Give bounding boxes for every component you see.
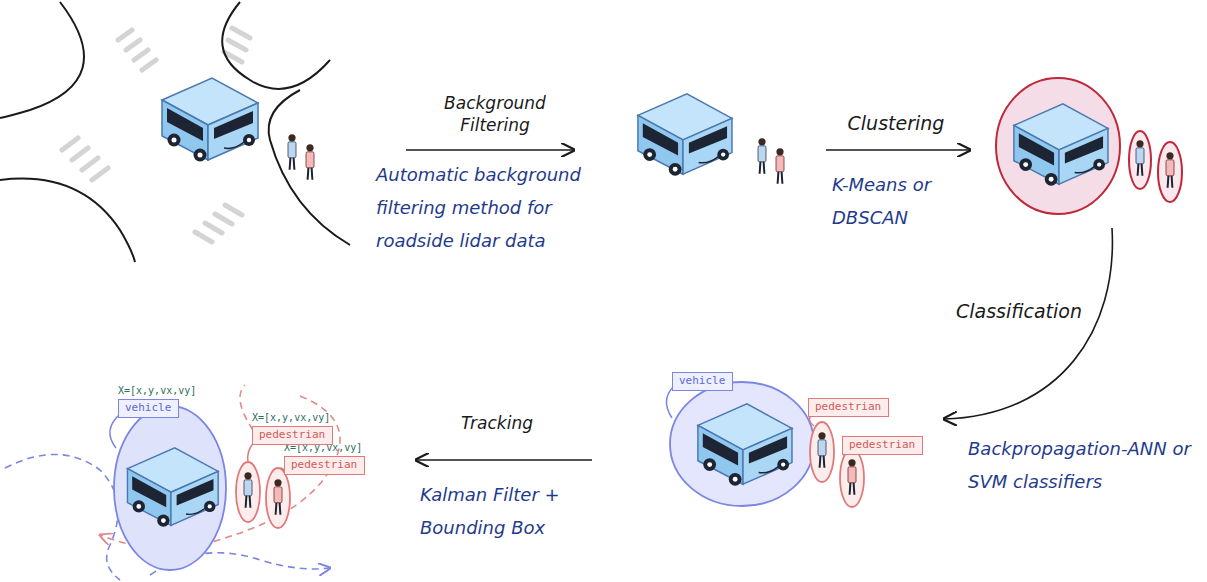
state-vector: X=[x,y,vx,vy]: [118, 385, 228, 397]
class-tag: vehicle: [672, 372, 733, 391]
class-tag: pedestrian: [808, 398, 889, 417]
method-note: Backpropagation-ANN or SVM classifiers: [968, 432, 1200, 498]
stage-name: Classification: [944, 300, 1094, 322]
class-label: pedestrian: [815, 400, 881, 414]
method-note: K-Means or DBSCAN: [832, 168, 952, 234]
class-tag: vehicle: [118, 399, 179, 418]
stage-name: Clustering: [836, 112, 956, 134]
class-label: vehicle: [679, 374, 725, 388]
method-note: Kalman Filter + Bounding Box: [420, 478, 590, 544]
state-vector: X=[x,y,vx,vy]: [252, 412, 362, 424]
class-tag: pedestrian: [284, 456, 365, 475]
class-tag: pedestrian: [252, 426, 333, 445]
method-note: Automatic background filtering method fo…: [376, 158, 621, 257]
intersection: [0, 2, 350, 262]
class-label: pedestrian: [849, 438, 915, 452]
class-label: vehicle: [125, 401, 171, 415]
stage-name: Background Filtering: [420, 92, 570, 136]
class-tag: pedestrian: [842, 436, 923, 455]
class-label: pedestrian: [259, 428, 325, 442]
clustered-objects: [996, 78, 1182, 214]
filtered-objects: [638, 94, 784, 184]
class-label: pedestrian: [291, 458, 357, 472]
stage-name: Tracking: [452, 412, 542, 434]
